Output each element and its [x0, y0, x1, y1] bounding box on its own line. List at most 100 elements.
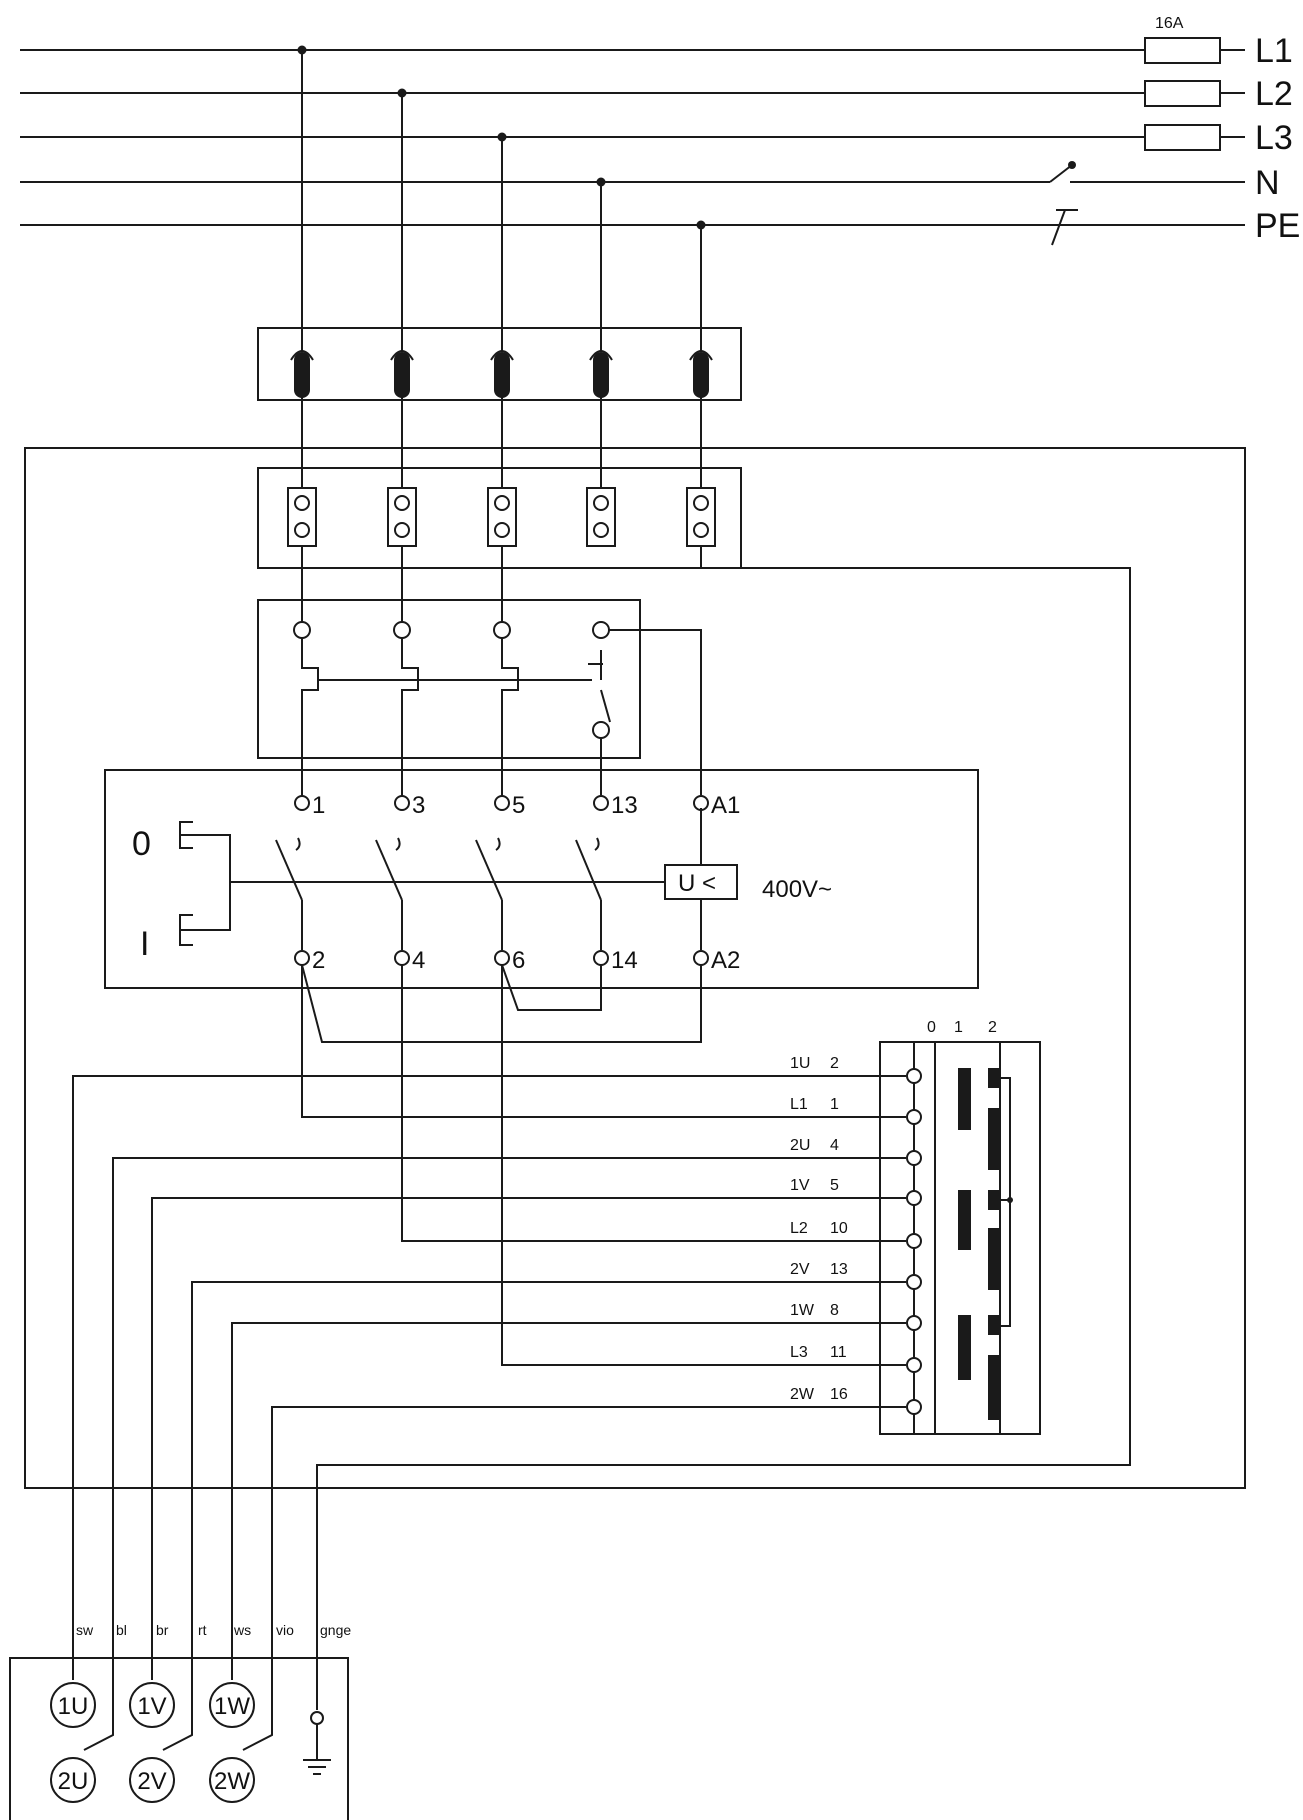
undervoltage-label: U < — [678, 870, 716, 897]
line-label-pe: PE — [1255, 207, 1300, 245]
fuse-l3 — [1144, 124, 1221, 151]
contactor-bottom-terminal-label: 14 — [611, 947, 638, 974]
selector-row-number: 13 — [830, 1261, 848, 1278]
selector-row-number: 1 — [830, 1096, 839, 1113]
enclosure-outline — [24, 447, 1246, 1489]
contactor-bottom-terminal-label: 2 — [312, 947, 325, 974]
pe-ground-wire — [316, 545, 1131, 1710]
thermal-overload — [257, 545, 702, 800]
wire-2v — [162, 1281, 906, 1751]
motor-terminal-label: 1V — [137, 1693, 166, 1720]
selector-row-number: 10 — [830, 1220, 848, 1237]
contactor-top-terminal-label: 1 — [312, 792, 325, 819]
selector-row-name: L2 — [790, 1220, 808, 1237]
motor-terminal — [209, 1682, 255, 1728]
selector-terminal — [906, 1274, 922, 1290]
contactor-terminal — [693, 950, 709, 966]
contactor-bottom-terminal-label: 6 — [512, 947, 525, 974]
plug-connector — [257, 327, 742, 401]
switch-position-2: 2 — [988, 1019, 997, 1036]
motor-terminal-label: 2U — [58, 1768, 89, 1795]
plug-to-terminal-wires — [301, 395, 702, 488]
contactor-terminal — [494, 950, 510, 966]
selector-row-number: 8 — [830, 1302, 839, 1319]
selector-terminal — [906, 1190, 922, 1206]
bridge-2-a2 — [301, 964, 702, 1043]
wire-color-label: rt — [198, 1622, 207, 1638]
selector-row-name: 1U — [790, 1055, 810, 1072]
selector-row-name: 1W — [790, 1302, 815, 1319]
wire-1v — [151, 1197, 906, 1680]
selector-row-name: 2V — [790, 1261, 810, 1278]
contactor-terminal — [693, 795, 709, 811]
switch-position-1: 1 — [954, 1019, 963, 1036]
motor-terminal — [129, 1682, 175, 1728]
motor-terminal-label: 1U — [58, 1693, 89, 1720]
contactor-terminal — [394, 950, 410, 966]
selector-terminal — [906, 1109, 922, 1125]
contactor-terminal — [294, 795, 310, 811]
fuse-l1 — [1144, 37, 1221, 64]
selector-row-name: L3 — [790, 1344, 808, 1361]
contactor-terminal — [294, 950, 310, 966]
ground-terminal — [310, 1711, 324, 1725]
terminal-block — [586, 487, 616, 547]
motor-terminal-label: 2V — [137, 1768, 166, 1795]
wire-color-label: br — [156, 1622, 169, 1638]
wire-l1 — [301, 965, 906, 1118]
drop-wires — [301, 50, 702, 352]
plug-pin — [394, 352, 410, 398]
selector-row-number: 11 — [830, 1344, 847, 1361]
wire-1w — [231, 1322, 906, 1680]
n-disconnect — [1049, 164, 1073, 183]
plug-pin — [294, 352, 310, 398]
motor-terminal-label: 1W — [214, 1693, 250, 1720]
line-label-l2: L2 — [1255, 75, 1293, 113]
line-label-n: N — [1255, 164, 1280, 202]
selector-row-number: 2 — [830, 1055, 839, 1072]
wire-color-label: vio — [276, 1622, 294, 1638]
contactor-top-terminal-label: 5 — [512, 792, 525, 819]
contactor-terminal — [593, 950, 609, 966]
plug-pin — [593, 352, 609, 398]
selector-terminal — [906, 1399, 922, 1415]
contactor-top-terminal-label: 3 — [412, 792, 425, 819]
wire-color-label: gnge — [320, 1622, 351, 1638]
selector-row-name: 2W — [790, 1386, 815, 1403]
supply-bus: 16A L1 L2 L3 N PE — [20, 15, 1300, 246]
fuse-rating: 16A — [1155, 15, 1184, 32]
selector-row-number: 16 — [830, 1386, 848, 1403]
motor-terminal — [50, 1757, 96, 1803]
on-button-label: I — [140, 925, 149, 963]
selector-row-number: 5 — [830, 1177, 839, 1194]
contactor-terminal — [593, 795, 609, 811]
wire-2u — [83, 1157, 906, 1751]
selector-terminal — [906, 1150, 922, 1166]
pe-disconnect — [1051, 209, 1066, 246]
plug-pin — [494, 352, 510, 398]
motor-terminal-label: 2W — [214, 1768, 250, 1795]
selector-terminal — [906, 1315, 922, 1331]
selector-row-name: L1 — [790, 1096, 808, 1113]
voltage-label: 400V~ — [762, 876, 832, 903]
selector-row-name: 2U — [790, 1137, 810, 1154]
wire-color-label: ws — [233, 1622, 251, 1638]
wire-l3 — [501, 965, 906, 1366]
wire-2w — [242, 1406, 906, 1751]
fuse-l2 — [1144, 80, 1221, 107]
ground-icon — [303, 1759, 331, 1775]
off-button-label: 0 — [132, 825, 151, 863]
switch-position-0: 0 — [927, 1019, 936, 1036]
contactor-top-terminal-label: A1 — [711, 792, 740, 819]
contactor-top-terminal-label: 13 — [611, 792, 638, 819]
line-label-l3: L3 — [1255, 119, 1293, 157]
contactor-bottom-terminal-label: A2 — [711, 947, 740, 974]
line-label-l1: L1 — [1255, 32, 1293, 70]
selector-terminal — [906, 1357, 922, 1373]
selector-terminal — [906, 1068, 922, 1084]
wire-l2 — [401, 965, 906, 1242]
